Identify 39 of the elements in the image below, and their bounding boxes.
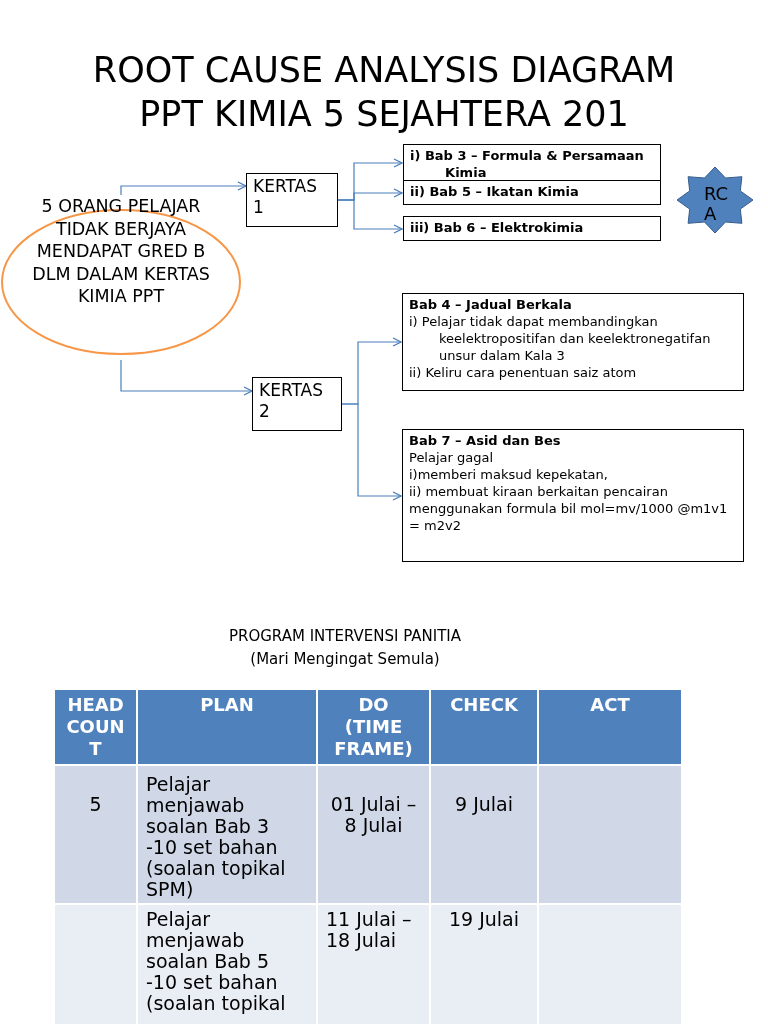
table-header-cell: HEAD COUNT xyxy=(55,690,136,764)
diagram-title: ROOT CAUSE ANALYSIS DIAGRAM PPT KIMIA 5 SEJAHTERA 201 xyxy=(91,49,677,136)
node-text: ii) Keliru cara penentuan saiz atom xyxy=(409,364,638,381)
paper-box xyxy=(246,173,338,227)
node-text: KERTAS 1 xyxy=(253,176,318,218)
paper-box xyxy=(252,377,342,431)
arrow xyxy=(341,403,402,501)
node-text: 5 ORANG PELAJAR TIDAK BERJAYA MENDAPAT GRED B DLM DALAM KERTAS KIMIA PPT xyxy=(31,195,211,308)
arrow xyxy=(120,181,247,196)
section-heading: PROGRAM INTERVENSI PANITIA xyxy=(227,626,463,647)
table-header-cell: CHECK xyxy=(431,690,537,764)
table-header-cell: PLAN xyxy=(138,690,316,764)
node-text: KERTAS 2 xyxy=(259,380,324,422)
box-heading: Bab 7 – Asid dan Bes xyxy=(409,432,562,449)
node-text: ii) Bab 5 – Ikatan Kimia xyxy=(410,183,580,200)
table-cell: 19 Julai xyxy=(431,905,537,1024)
table-cell: 5 xyxy=(55,766,136,903)
table-cell: Pelajar menjawab soalan Bab 5 -10 set bahan (soalan topikal xyxy=(138,905,316,1024)
arrow xyxy=(337,199,403,234)
table-header-cell: ACT xyxy=(539,690,681,764)
topic-box xyxy=(403,144,661,181)
arrow xyxy=(120,359,253,396)
topic-box xyxy=(403,180,661,205)
node-text: iii) Bab 6 – Elektrokimia xyxy=(410,219,585,236)
table-cell: Pelajar menjawab soalan Bab 3 -10 set bahan (soalan topikal SPM) xyxy=(138,766,316,903)
table-cell: 11 Julai – 18 Julai xyxy=(318,905,429,1024)
box-heading: Bab 4 – Jadual Berkala xyxy=(409,296,573,313)
star-badge xyxy=(676,166,754,234)
table-cell: 9 Julai xyxy=(431,766,537,903)
issue-box xyxy=(402,429,744,562)
topic-box xyxy=(403,216,661,241)
table-header-cell: DO (TIME FRAME) xyxy=(318,690,429,764)
section-subheading: (Mari Mengingat Semula) xyxy=(249,649,441,670)
table-cell: 01 Julai – 8 Julai xyxy=(318,766,429,903)
node-text: Pelajar gagal xyxy=(409,449,495,466)
badge-text: RCA xyxy=(704,184,730,224)
issue-box xyxy=(402,293,744,391)
node-text: i)memberi maksud kepekatan, xyxy=(409,466,609,483)
node-text: ii) membuat kiraan berkaitan pencairan menggunakan formula bil mol=mv/1000 @m1v1 = m2v2 xyxy=(409,483,729,534)
